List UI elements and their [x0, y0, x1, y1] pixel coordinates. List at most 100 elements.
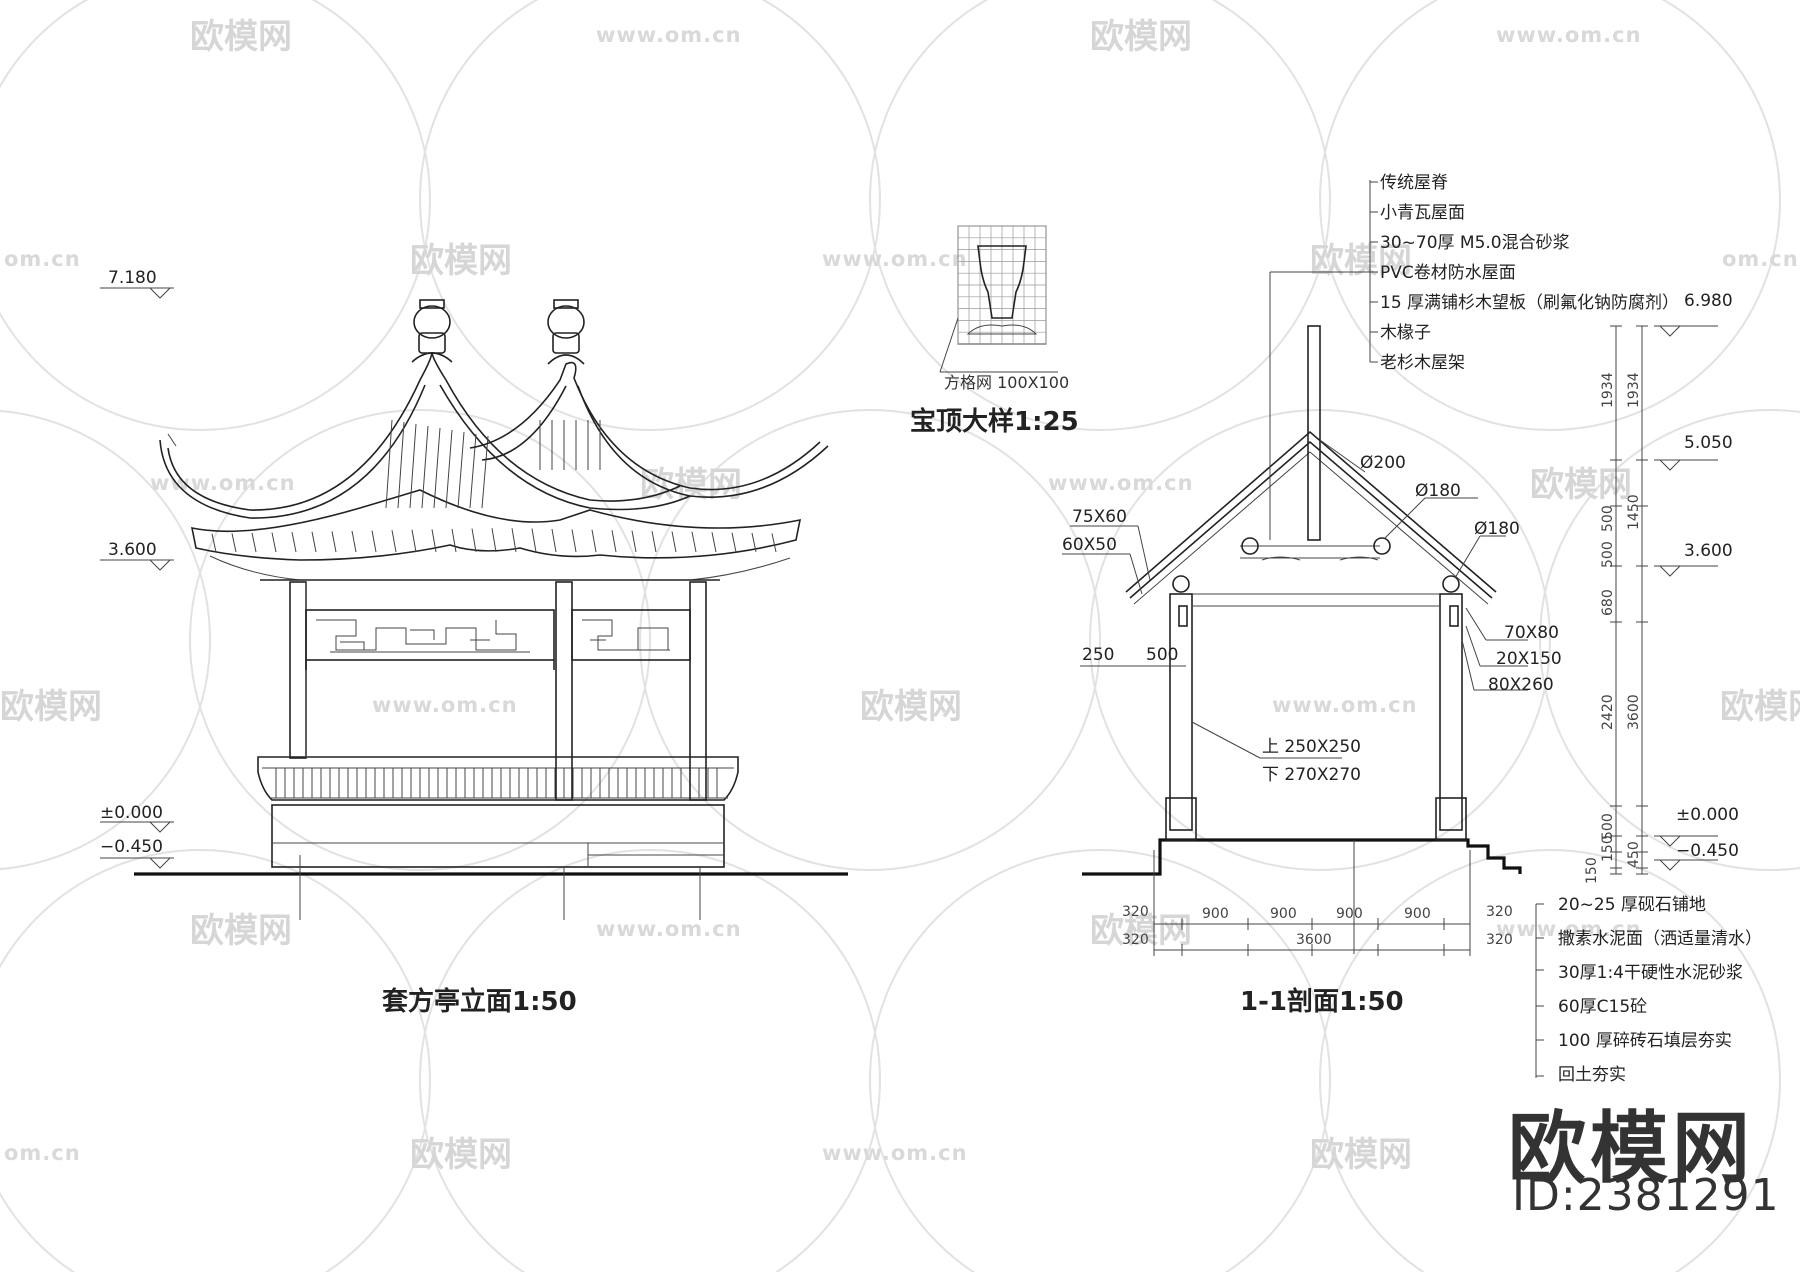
svg-text:500: 500	[1600, 813, 1616, 840]
svg-text:80X260: 80X260	[1488, 675, 1554, 695]
svg-text:60X50: 60X50	[1062, 535, 1117, 555]
svg-text:30~70厚 M5.0混合砂浆: 30~70厚 M5.0混合砂浆	[1380, 233, 1570, 253]
watermark-brand: 欧模网	[410, 241, 512, 281]
watermark-url-short: om.cn	[1722, 247, 1799, 271]
svg-text:100 厚碎砖石填层夯实: 100 厚碎砖石填层夯实	[1558, 1031, 1732, 1051]
floor-layer-list: 20~25 厚砚石铺地 撒素水泥面（洒适量清水） 30厚1:4干硬性水泥砂浆 6…	[1558, 895, 1762, 1085]
watermark-url: www.om.cn	[1048, 471, 1194, 495]
watermark-brand: 欧模网	[1310, 241, 1412, 281]
watermark-url-short: om.cn	[4, 247, 81, 271]
svg-text:3600: 3600	[1296, 932, 1332, 948]
svg-text:20X150: 20X150	[1496, 649, 1562, 669]
svg-text:回土夯实: 回土夯实	[1558, 1065, 1626, 1085]
svg-text:−0.450: −0.450	[1676, 841, 1739, 861]
level-marker-045: −0.450	[100, 837, 174, 869]
watermark-url: www.om.cn	[596, 917, 742, 941]
watermark-brand: 欧模网	[1530, 465, 1632, 505]
svg-text:3.600: 3.600	[1684, 541, 1733, 561]
watermark-url: www.om.cn	[1496, 23, 1642, 47]
level-label: −0.450	[100, 837, 163, 857]
svg-text:60厚C15砼: 60厚C15砼	[1558, 997, 1647, 1017]
watermark-url: www.om.cn	[822, 247, 968, 271]
roof-layer-list: 传统屋脊 小青瓦屋面 30~70厚 M5.0混合砂浆 PVC卷材防水屋面 15 …	[1380, 173, 1679, 373]
svg-text:6.980: 6.980	[1684, 291, 1733, 311]
section-ground-profile	[1082, 838, 1522, 876]
watermark-brand: 欧模网	[860, 687, 962, 727]
svg-text:1934: 1934	[1626, 372, 1642, 408]
vertical-dims: 1934 500 500 680 2420 500 150 150 1934 1…	[1584, 325, 1648, 884]
svg-text:1934: 1934	[1600, 372, 1616, 408]
level-label: 3.600	[108, 540, 157, 560]
svg-text:320: 320	[1486, 904, 1513, 920]
svg-text:70X80: 70X80	[1504, 623, 1559, 643]
svg-text:680: 680	[1600, 589, 1616, 616]
svg-text:30厚1:4干硬性水泥砂浆: 30厚1:4干硬性水泥砂浆	[1558, 963, 1743, 983]
svg-text:老杉木屋架: 老杉木屋架	[1380, 353, 1465, 373]
balustrade	[257, 756, 739, 801]
pavilion-elevation: 7.180 3.600 ±0.000 −0.450 套方亭立面1:50	[100, 268, 848, 1017]
svg-text:传统屋脊: 传统屋脊	[1380, 173, 1448, 193]
svg-text:20~25 厚砚石铺地: 20~25 厚砚石铺地	[1558, 895, 1706, 915]
watermark-brand: 欧模网	[410, 1135, 512, 1175]
level-label: 7.180	[108, 268, 157, 288]
finial-title: 宝顶大样1:25	[910, 406, 1079, 437]
finial-right	[547, 299, 585, 354]
roof-right	[469, 354, 829, 498]
horizontal-dims: 320 900 900 900 900 320 320 3600 320	[1122, 904, 1513, 956]
watermark-url: www.om.cn	[372, 693, 518, 717]
watermark-url: www.om.cn	[596, 23, 742, 47]
svg-text:500: 500	[1600, 541, 1616, 568]
watermark-url: www.om.cn	[150, 471, 296, 495]
svg-text:320: 320	[1486, 932, 1513, 948]
svg-text:木椽子: 木椽子	[1380, 323, 1431, 343]
level-marker-000: ±0.000	[100, 803, 174, 833]
watermark-brand: 欧模网	[190, 17, 292, 57]
svg-text:Ø200: Ø200	[1360, 453, 1406, 473]
watermark-url: www.om.cn	[1272, 693, 1418, 717]
watermark-brand: 欧模网	[640, 465, 742, 505]
svg-text:500: 500	[1146, 645, 1178, 665]
level-marker-360: 3.600	[100, 540, 174, 571]
watermark-url-short: om.cn	[4, 1141, 81, 1165]
svg-text:150: 150	[1600, 835, 1616, 862]
watermark-url: www.om.cn	[822, 1141, 968, 1165]
svg-text:上 250X250: 上 250X250	[1262, 737, 1361, 757]
svg-text:5.050: 5.050	[1684, 433, 1733, 453]
lattice-frieze	[305, 609, 691, 670]
svg-text:Ø180: Ø180	[1415, 481, 1461, 501]
svg-text:75X60: 75X60	[1072, 507, 1127, 527]
svg-text:150: 150	[1584, 857, 1600, 884]
svg-text:撒素水泥面（洒适量清水）: 撒素水泥面（洒适量清水）	[1558, 929, 1762, 949]
leader-lines	[1062, 180, 1544, 1077]
watermark-brand: 欧模网	[1720, 687, 1800, 727]
svg-text:小青瓦屋面: 小青瓦屋面	[1380, 203, 1465, 223]
svg-text:2420: 2420	[1600, 694, 1616, 730]
section-columns	[1165, 575, 1467, 841]
section-1-1: 传统屋脊 小青瓦屋面 30~70厚 M5.0混合砂浆 PVC卷材防水屋面 15 …	[1062, 173, 1762, 1085]
svg-text:320: 320	[1122, 904, 1149, 920]
watermark-brand: 欧模网	[1090, 17, 1192, 57]
svg-text:320: 320	[1122, 932, 1149, 948]
watermark-brand: 欧模网	[0, 687, 102, 727]
brand-id: ID:2381291	[1512, 1170, 1780, 1221]
platform	[271, 804, 725, 868]
level-marker-718: 7.180	[100, 268, 174, 299]
finial-left	[413, 299, 451, 354]
section-levels: 6.980 5.050 3.600 ±0.000 −0.450	[1654, 291, 1739, 871]
svg-text:900: 900	[1404, 906, 1431, 922]
svg-text:Ø180: Ø180	[1474, 519, 1520, 539]
finial-detail: 方格网 100X100 宝顶大样1:25	[910, 225, 1079, 437]
member-labels: Ø200 Ø180 Ø180 75X60 60X50 70X80 20X150 …	[1062, 453, 1562, 785]
section-title: 1-1剖面1:50	[1240, 986, 1404, 1017]
grid-note: 方格网 100X100	[944, 373, 1069, 392]
level-label: ±0.000	[100, 803, 163, 823]
svg-text:250: 250	[1082, 645, 1114, 665]
svg-text:900: 900	[1202, 906, 1229, 922]
watermark-brand: 欧模网	[1090, 911, 1192, 951]
svg-text:900: 900	[1270, 906, 1297, 922]
roof-left	[159, 351, 691, 519]
svg-text:500: 500	[1600, 505, 1616, 532]
svg-text:下 270X270: 下 270X270	[1262, 765, 1361, 785]
